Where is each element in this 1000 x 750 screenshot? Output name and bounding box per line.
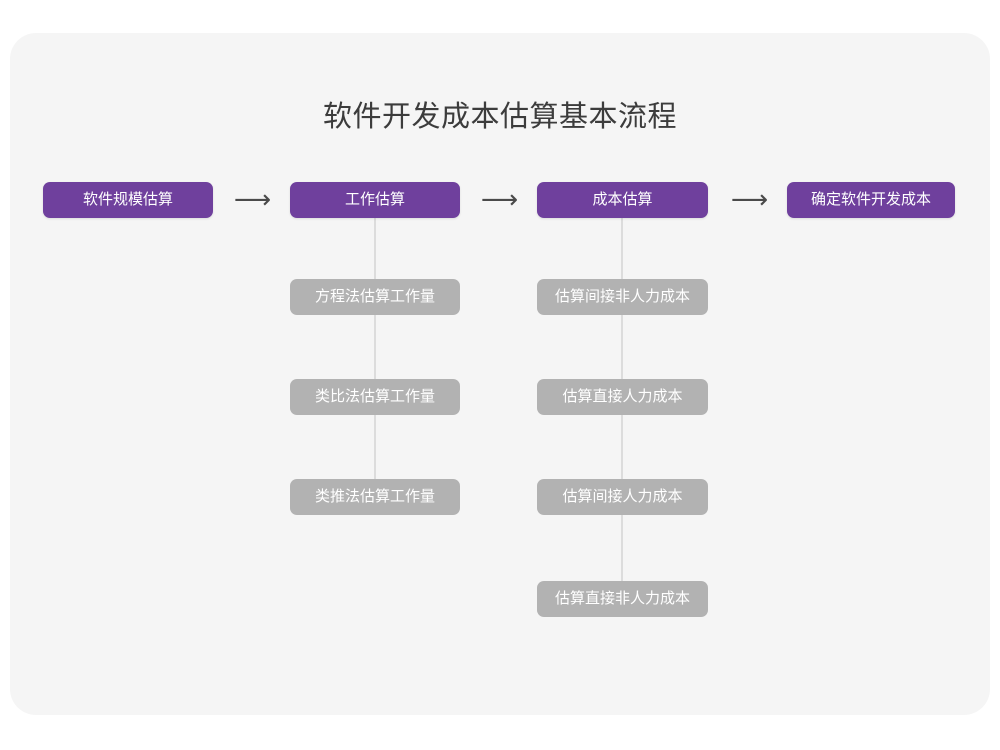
diagram-card	[10, 33, 990, 715]
flow-subnode-indirect-labor-cost[interactable]: 估算间接人力成本	[537, 479, 708, 515]
flow-subnode-analogy-method-effort[interactable]: 类比法估算工作量	[290, 379, 460, 415]
right-arrow-icon: ⟶	[730, 185, 769, 215]
flow-node-cost-estimation[interactable]: 成本估算	[537, 182, 708, 218]
flow-subnode-direct-labor-cost[interactable]: 估算直接人力成本	[537, 379, 708, 415]
connector-line-col2	[374, 218, 376, 497]
flow-subnode-inference-method-effort[interactable]: 类推法估算工作量	[290, 479, 460, 515]
right-arrow-icon: ⟶	[233, 185, 272, 215]
flow-subnode-indirect-nonlabor-cost[interactable]: 估算间接非人力成本	[537, 279, 708, 315]
page-title: 软件开发成本估算基本流程	[322, 101, 677, 133]
flow-node-determine-development-cost[interactable]: 确定软件开发成本	[787, 182, 955, 218]
right-arrow-icon: ⟶	[480, 185, 519, 215]
flow-subnode-direct-nonlabor-cost[interactable]: 估算直接非人力成本	[537, 581, 708, 617]
flow-node-effort-estimation[interactable]: 工作估算	[290, 182, 460, 218]
flow-node-software-size-estimation[interactable]: 软件规模估算	[43, 182, 213, 218]
flow-subnode-equation-method-effort[interactable]: 方程法估算工作量	[290, 279, 460, 315]
